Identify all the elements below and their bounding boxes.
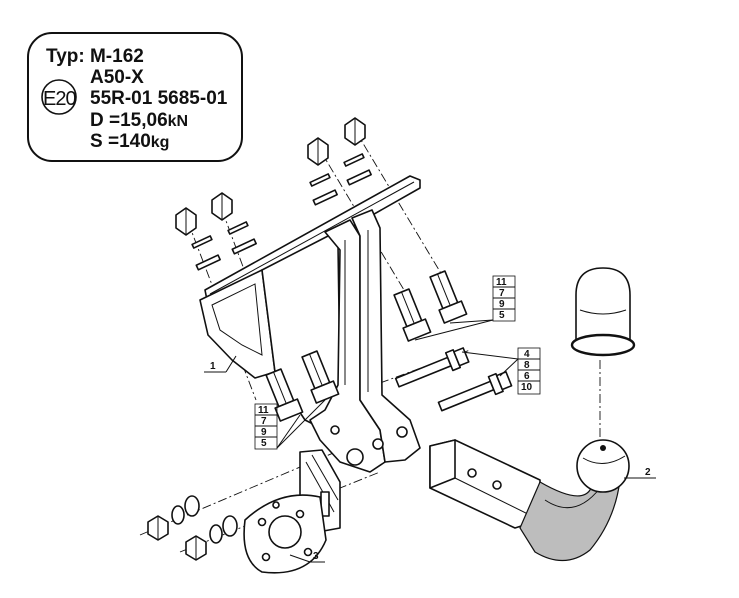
callout-upper-stack: 11 7 9 5 (414, 275, 516, 341)
bolt-stack-4: 4 (524, 349, 530, 360)
bolt-stack-10: 10 (521, 382, 533, 393)
upper-stack-9: 9 (499, 299, 505, 310)
upper-right-bolts (393, 270, 468, 342)
type-label: Typ: (46, 46, 85, 67)
lower-stack-5: 5 (261, 438, 267, 449)
d-unit: kN (168, 113, 188, 130)
callout-label-part-2: 2 (645, 467, 651, 478)
lower-stack-9: 9 (261, 427, 267, 438)
registration-1: 55R-01 (90, 88, 153, 109)
s-unit: kg (151, 134, 170, 151)
svg-text:S =140kg: S =140kg (90, 131, 169, 152)
e-mark-circle (41, 79, 77, 115)
callout-part-3: 3 (289, 551, 325, 563)
upper-stack-7: 7 (499, 288, 505, 299)
upper-left-fastener-set (175, 192, 257, 271)
lower-left-bolts (265, 350, 340, 422)
upper-stack-11: 11 (496, 277, 507, 288)
approval-code: A50-X (90, 67, 144, 88)
svg-text:Typ: M-162: Typ: M-162 (46, 46, 144, 67)
registration-2: 5685-01 (158, 88, 228, 109)
tow-ball-arm (429, 439, 630, 562)
upper-right-fastener-set (307, 117, 372, 206)
upper-stack-5: 5 (499, 310, 505, 321)
ball-cap (570, 267, 636, 357)
callout-part-2: 2 (624, 467, 656, 479)
d-label: D = (90, 110, 120, 131)
callout-lower-stack: 11 7 9 5 (254, 399, 326, 450)
callout-label-part-1: 1 (210, 361, 216, 372)
d-value: 15,06 (120, 110, 168, 131)
socket-bracket (243, 449, 341, 574)
lower-fastener-set (147, 495, 238, 561)
callout-label-part-3: 3 (313, 551, 319, 562)
svg-text:D =15,06kN: D =15,06kN (90, 110, 188, 131)
horizontal-bolts (394, 347, 513, 412)
type-value: M-162 (90, 46, 144, 67)
s-label: S = (90, 131, 119, 152)
lower-stack-7: 7 (261, 416, 267, 427)
callout-bolt-stack: 4 8 6 10 (461, 347, 541, 395)
bolt-stack-6: 6 (524, 371, 530, 382)
svg-text:55R-01 5685-01: 55R-01 5685-01 (90, 88, 228, 109)
bolt-stack-8: 8 (524, 360, 530, 371)
e-mark: E20 (43, 88, 76, 110)
type-plate-frame (27, 32, 243, 162)
towbar-frame (199, 175, 421, 473)
lower-stack-11: 11 (258, 405, 269, 416)
s-value: 140 (119, 131, 151, 152)
type-plate: Typ: M-162 A50-X E20 55R-01 5685-01 D =1… (27, 32, 243, 162)
callout-part-1: 1 (204, 355, 237, 373)
